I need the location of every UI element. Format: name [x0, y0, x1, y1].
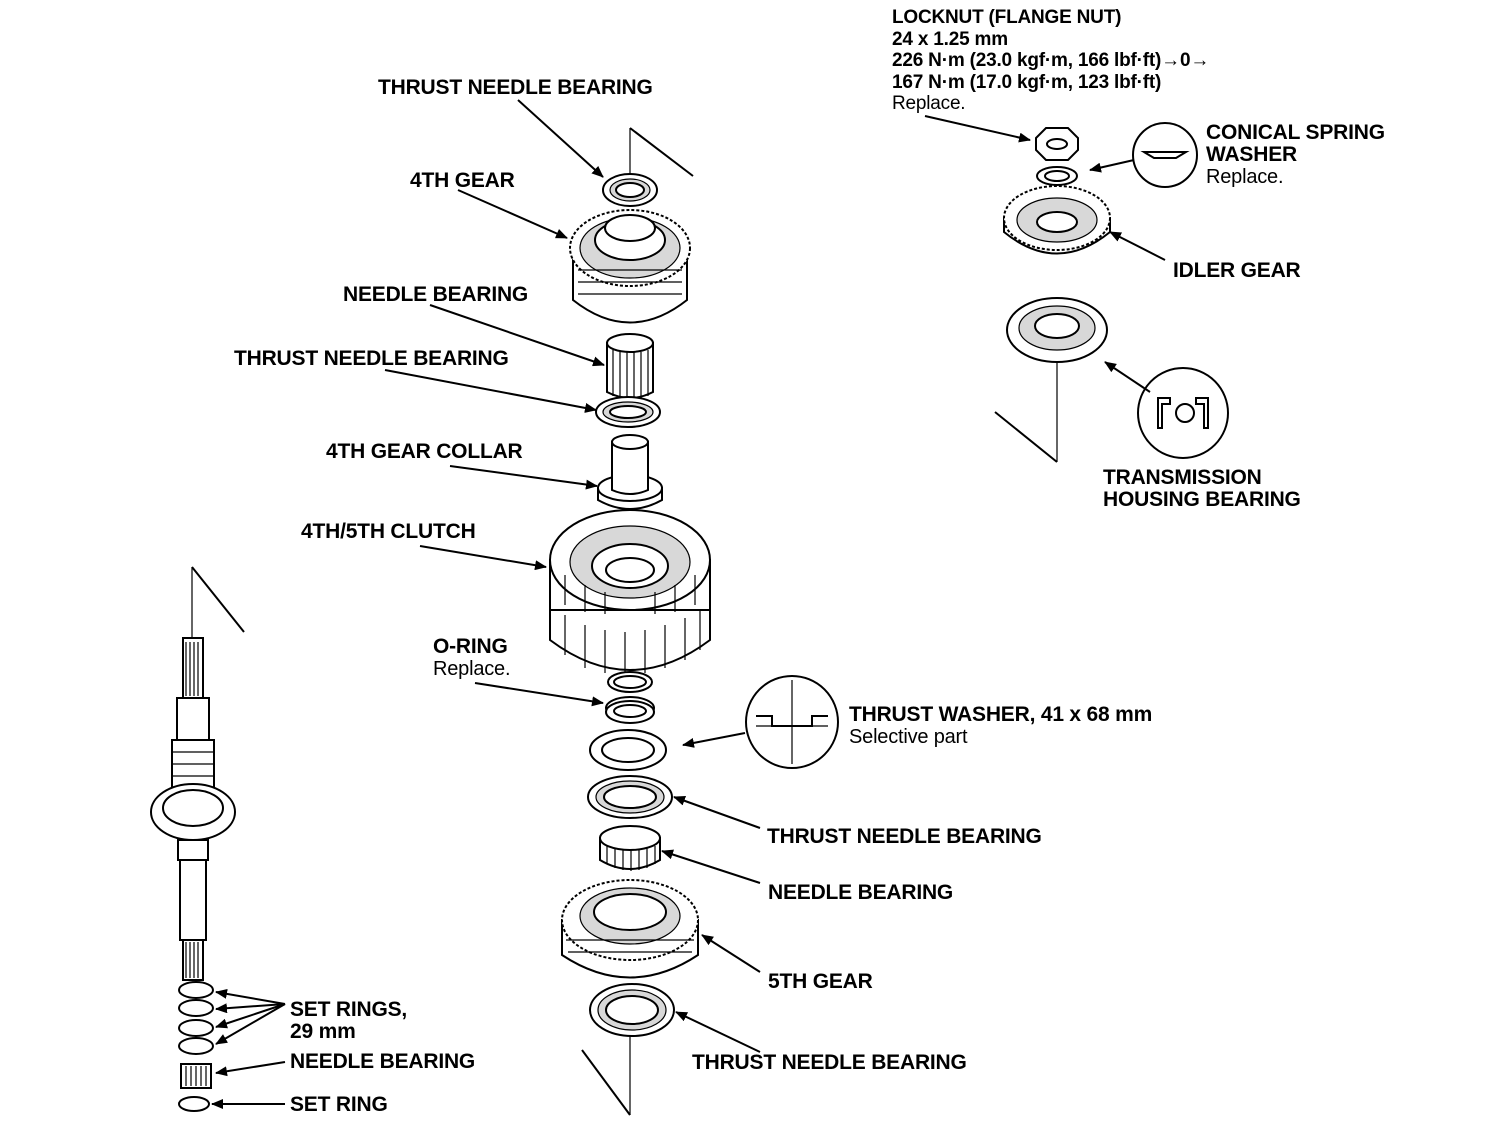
- thrust-washer-part: [589, 729, 667, 771]
- o-ring-title: O-RING: [433, 635, 508, 658]
- label-locknut: LOCKNUT (FLANGE NUT) 24 x 1.25 mm 226 N·…: [892, 7, 1209, 115]
- label-thrust-washer: THRUST WASHER, 41 x 68 mm Selective part: [849, 703, 1153, 749]
- label-set-ring: SET RING: [290, 1093, 388, 1116]
- label-housing-bearing: TRANSMISSION HOUSING BEARING: [1103, 467, 1301, 511]
- thrust-washer-detail-callout: [745, 675, 839, 769]
- right-leader-lines: [924, 115, 1166, 393]
- thrust-needle-bearing-upper-part: [595, 396, 661, 428]
- locknut-torque-2: 167 N·m (17.0 kgf·m, 123 lbf·ft): [892, 71, 1162, 93]
- label-thrust-needle-bearing-upper: THRUST NEEDLE BEARING: [234, 347, 509, 370]
- set-rings-title: SET RINGS,: [290, 998, 408, 1021]
- thrust-needle-bearing-bottom-part: [589, 983, 675, 1037]
- thrust-needle-bearing-top-part: [602, 173, 658, 207]
- locknut-note: Replace.: [892, 93, 966, 114]
- conical-spring-washer-part: [1036, 166, 1078, 186]
- shaft-leader-lines: [211, 988, 286, 1109]
- label-set-rings: SET RINGS, 29 mm: [290, 999, 407, 1043]
- label-clutch: 4TH/5TH CLUTCH: [301, 520, 476, 543]
- thrust-washer-note: Selective part: [849, 726, 968, 748]
- label-thrust-needle-bearing-top: THRUST NEEDLE BEARING: [378, 76, 653, 99]
- o-ring-note: Replace.: [433, 658, 511, 680]
- label-needle-bearing-shaft: NEEDLE BEARING: [290, 1050, 476, 1073]
- needle-bearing-upper-part: [606, 333, 654, 399]
- label-o-ring: O-RING Replace.: [433, 635, 511, 681]
- center-leader-lines: [384, 99, 761, 1053]
- o-ring-part: [605, 671, 655, 724]
- thrust-washer-title: THRUST WASHER, 41 x 68 mm: [849, 703, 1153, 726]
- label-fourth-gear-collar: 4TH GEAR COLLAR: [326, 440, 523, 463]
- set-rings-size: 29 mm: [290, 1020, 356, 1043]
- locknut-torque-1: 226 N·m (23.0 kgf·m, 166 lbf·ft)→0→: [892, 50, 1210, 71]
- label-thrust-needle-bearing-bottom: THRUST NEEDLE BEARING: [692, 1051, 967, 1074]
- thrust-needle-bearing-mid-part: [587, 775, 673, 819]
- mainshaft-part: [150, 566, 245, 1112]
- label-needle-bearing-mid: NEEDLE BEARING: [768, 881, 954, 904]
- label-fourth-gear: 4TH GEAR: [410, 169, 515, 192]
- locknut-title: LOCKNUT (FLANGE NUT): [892, 7, 1122, 28]
- housing-bearing-title-2: HOUSING BEARING: [1103, 488, 1301, 511]
- label-needle-bearing-upper: NEEDLE BEARING: [343, 283, 529, 306]
- needle-bearing-mid-part: [599, 825, 661, 871]
- label-thrust-needle-bearing-mid: THRUST NEEDLE BEARING: [767, 825, 1042, 848]
- fourth-gear-collar-part: [597, 434, 663, 510]
- conical-washer-detail-callout: [1132, 122, 1198, 188]
- conical-title-2: WASHER: [1206, 143, 1297, 166]
- label-fifth-gear: 5TH GEAR: [768, 970, 873, 993]
- conical-title-1: CONICAL SPRING: [1206, 121, 1385, 144]
- clutch-part: [549, 509, 711, 675]
- fifth-gear-part: [561, 879, 699, 979]
- label-conical-spring-washer: CONICAL SPRING WASHER Replace.: [1206, 121, 1385, 189]
- center-axis-lines: [581, 127, 694, 1116]
- locknut-size: 24 x 1.25 mm: [892, 28, 1008, 50]
- conical-note: Replace.: [1206, 166, 1284, 188]
- fourth-gear-part: [569, 209, 691, 324]
- locknut-part: [1035, 127, 1079, 161]
- bearing-detail-callout: [1137, 367, 1229, 459]
- housing-bearing-part: [994, 297, 1108, 463]
- housing-bearing-title-1: TRANSMISSION: [1103, 466, 1262, 489]
- idler-gear-part: [1003, 185, 1111, 255]
- label-idler-gear: IDLER GEAR: [1173, 259, 1301, 282]
